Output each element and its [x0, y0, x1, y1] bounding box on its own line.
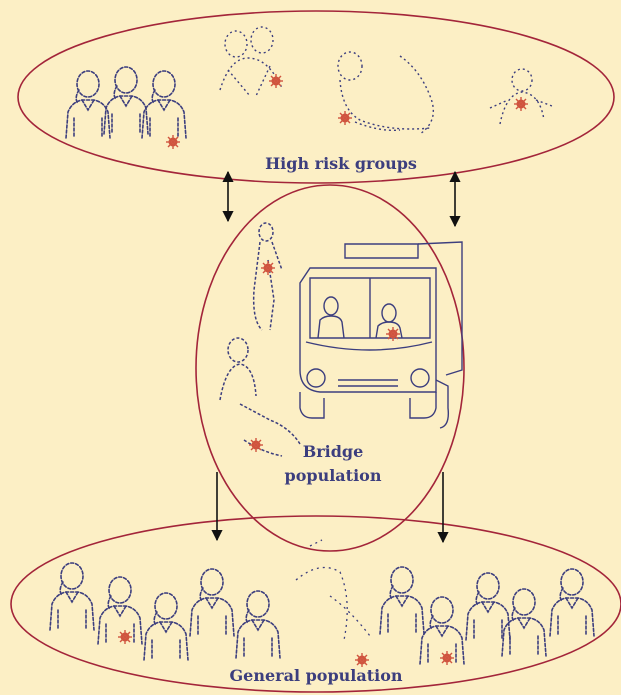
bridge-label-line2: population [284, 466, 382, 485]
person-group-icon [65, 66, 187, 139]
person-group-icon [379, 566, 595, 665]
person-group-icon [49, 562, 281, 661]
crouching-figure-icon [489, 68, 553, 125]
bridge-population-ellipse [195, 184, 465, 552]
high-risk-ellipse [17, 10, 615, 184]
seated-figures-icon [219, 337, 301, 457]
virus-icon [248, 260, 401, 453]
bridge-population-label: Bridge population [258, 440, 408, 488]
general-population-label: General population [229, 666, 403, 685]
high-risk-figures [65, 26, 553, 150]
virus-icon [117, 629, 455, 668]
scattered-figure-icon [295, 539, 371, 641]
walking-woman-icon [252, 222, 283, 331]
general-population-figures [49, 539, 595, 668]
truck-icon [299, 241, 463, 429]
reclining-figure-icon [337, 51, 434, 135]
virus-icon [165, 73, 529, 150]
bridge-label-line1: Bridge [302, 442, 364, 461]
general-population-ellipse [10, 515, 621, 693]
bridge-figures [219, 222, 463, 457]
couple-figure-icon [219, 26, 283, 97]
high-risk-groups-label: High risk groups [265, 154, 417, 173]
